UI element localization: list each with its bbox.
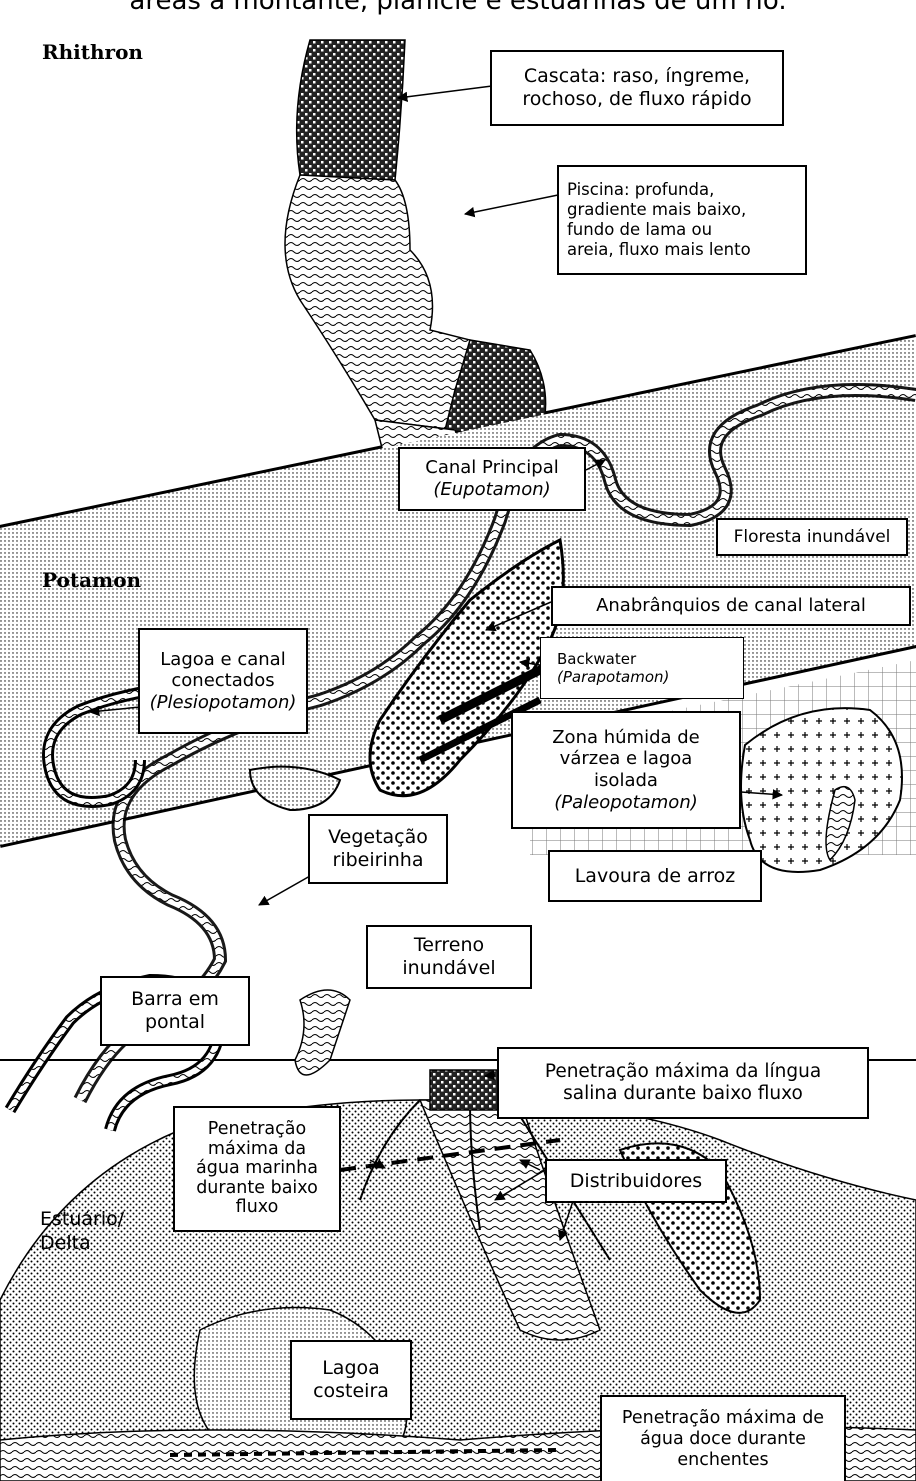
label-agua-marinha: Penetração máxima da água marinha durant…: [173, 1106, 341, 1232]
zone-estuary: Estuário/ Delta: [40, 1208, 124, 1256]
label-canal-principal: Canal Principal (Eupotamon): [398, 447, 586, 511]
label-piscina: Piscina: profunda, gradiente mais baixo,…: [557, 165, 807, 275]
label-barra: Barra em pontal: [100, 976, 250, 1046]
label-agua-doce: Penetração máxima de água doce durante e…: [600, 1395, 846, 1481]
floodplain-patch: [295, 990, 350, 1075]
zone-potamon: Potamon: [42, 568, 141, 592]
zone-rhithron: Rhithron: [42, 40, 143, 64]
label-lagoa-canal: Lagoa e canal conectados (Plesiopotamon): [138, 628, 308, 734]
label-cascata: Cascata: raso, íngreme, rochoso, de flux…: [490, 50, 784, 126]
label-distribuidores: Distribuidores: [545, 1159, 727, 1203]
label-backwater: Backwater (Parapotamon): [540, 637, 744, 699]
label-vegetacao: Vegetação ribeirinha: [308, 814, 448, 884]
label-anabranquios: Anabrânquios de canal lateral: [551, 586, 911, 626]
label-terreno: Terreno inundável: [366, 925, 532, 989]
label-zona-humida: Zona húmida de várzea e lagoa isolada (P…: [511, 711, 741, 829]
label-lingua-salina: Penetração máxima da língua salina duran…: [497, 1047, 869, 1119]
label-lagoa-costeira: Lagoa costeira: [290, 1340, 412, 1420]
label-lavoura: Lavoura de arroz: [548, 850, 762, 902]
diagram-title: áreas a montante, planície e estuarinas …: [0, 0, 916, 16]
label-floresta: Floresta inundável: [716, 518, 908, 556]
